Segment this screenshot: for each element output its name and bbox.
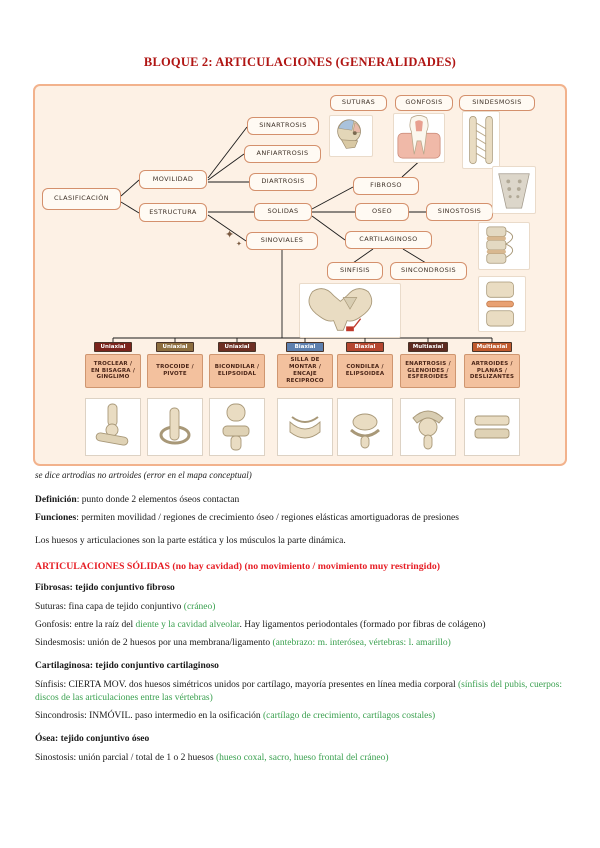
ball-socket-joint-illustration (400, 398, 456, 456)
node-cartilaginoso: CARTILAGINOSO (345, 231, 432, 249)
concept-map: SUTURAS GONFOSIS SINDESMOSIS CLASIFICACI… (33, 84, 567, 466)
sparkle-icon: ✦ (236, 240, 242, 248)
suturas-line: Suturas: fina capa de tejido conjuntivo … (35, 601, 567, 615)
page-title: BLOQUE 2: ARTICULACIONES (GENERALIDADES) (143, 55, 457, 69)
funciones-label: Funciones (35, 512, 77, 523)
node-anfiartrosis: ANFIARTROSIS (244, 145, 321, 163)
sincondrosis-line: Sincondrosis: INMÓVIL. paso intermedio e… (35, 710, 567, 724)
axis-chip: Multiaxial (407, 342, 449, 352)
node-sincondrosis: SINCONDROSIS (390, 262, 467, 280)
suturas-green-text: (cráneo) (183, 602, 216, 613)
definicion-line: Definición: punto donde 2 elementos óseo… (35, 494, 567, 508)
joint-type-label: ENARTROSIS / GLENOIDES / ESFEROIDES (400, 354, 456, 388)
joint-column-silla: Biaxial SILLA DE MONTAR / ENCAJE RECIPRO… (277, 342, 333, 388)
joint-column-bicondilar: Uniaxial BICONDILAR / ELIPSOIDAL (209, 342, 265, 388)
node-solidas: SOLIDAS (254, 203, 312, 221)
fibrosas-heading: Fibrosas: tejido conjuntivo fibroso (35, 583, 175, 594)
sindesmosis-green-text: (antebrazo: m. interósea, vértebras: l. … (272, 637, 451, 648)
node-fibroso: FIBROSO (353, 177, 419, 195)
joint-column-trocoide: Uniaxial TROCOIDE / PIVOTE (147, 342, 203, 388)
joint-type-label: TROCLEAR / EN BISAGRA / GINGLIMO (85, 354, 141, 388)
sinostosis-green-text: (hueso coxal, sacro, hueso frontal del c… (216, 752, 389, 763)
vertebrae-disc-illustration (478, 276, 526, 332)
plane-joint-illustration (464, 398, 520, 456)
funciones-line: Funciones: permiten movilidad / regiones… (35, 512, 567, 526)
saddle-joint-illustration (277, 398, 333, 456)
solidas-heading: ARTICULACIONES SÓLIDAS (no hay cavidad) … (35, 561, 440, 573)
joint-type-label: BICONDILAR / ELIPSOIDAL (209, 354, 265, 388)
joint-column-troclear: Uniaxial TROCLEAR / EN BISAGRA / GINGLIM… (85, 342, 141, 388)
sinostosis-text: Sinostosis: unión parcial / total de 1 o… (35, 752, 217, 763)
node-sindesmosis: SINDESMOSIS (459, 95, 535, 111)
joint-column-enartrosis: Multiaxial ENARTROSIS / GLENOIDES / ESFE… (400, 342, 456, 388)
sparkle-icon: ✦ (225, 228, 235, 241)
node-clasificacion: CLASIFICACIÓN (42, 188, 121, 210)
sinfisis-line: Sínfisis: CIERTA MOV. dos huesos simétri… (35, 679, 567, 707)
pelvis-illustration (299, 283, 401, 338)
tooth-illustration (393, 113, 445, 163)
gonfosis-line: Gonfosis: entre la raíz del diente y la … (35, 619, 567, 633)
sinfisis-green-text: (sínfisis del pubis, cuerpos: discos de … (35, 679, 562, 704)
axis-chip: Uniaxial (156, 342, 194, 352)
sinostosis-line: Sinostosis: unión parcial / total de 1 o… (35, 752, 567, 766)
spine-segment-illustration (478, 222, 530, 270)
node-suturas: SUTURAS (330, 95, 387, 111)
definicion-text: : punto donde 2 elementos óseos contacta… (76, 495, 240, 505)
node-sinostosis: SINOSTOSIS (426, 203, 493, 221)
axis-chip: Biaxial (286, 342, 324, 352)
suturas-text: Suturas: fina capa de tejido conjuntivo (35, 602, 184, 613)
osea-heading: Ósea: tejido conjuntivo óseo (35, 733, 150, 744)
sincondrosis-green-text: (cartílago de crecimiento, cartílagos co… (262, 711, 436, 722)
axis-chip: Uniaxial (94, 342, 132, 352)
joint-type-label: TROCOIDE / PIVOTE (147, 354, 203, 388)
funciones-text: : permiten movilidad / regiones de creci… (76, 512, 459, 523)
joint-column-condilea: Biaxial CONDILEA / ELIPSOIDEA (337, 342, 393, 388)
skull-illustration (329, 115, 373, 157)
node-diartrosis: DIARTROSIS (249, 173, 317, 191)
joint-type-label: ARTROIDES / PLANAS / DESLIZANTES (464, 354, 520, 388)
gonfosis-text-2: . Hay ligamentos periodontales (formado … (239, 620, 486, 631)
joint-type-label: CONDILEA / ELIPSOIDEA (337, 354, 393, 388)
notes-section: se dice artrodias no artroides (error en… (35, 470, 567, 770)
axis-chip: Biaxial (346, 342, 384, 352)
cartilaginosa-heading: Cartilaginosa: tejido conjuntivo cartila… (35, 660, 219, 671)
node-estructura: ESTRUCTURA (139, 203, 207, 222)
node-sinfisis: SINFISIS (327, 262, 383, 280)
axis-chip: Multiaxial (471, 342, 513, 352)
sacrum-illustration (492, 166, 536, 214)
node-gonfosis: GONFOSIS (395, 95, 453, 111)
joint-column-artroides: Multiaxial ARTROIDES / PLANAS / DESLIZAN… (464, 342, 520, 388)
gonfosis-green-text: diente y la cavidad alveolar (135, 620, 240, 631)
sincondrosis-text: Sincondrosis: INMÓVIL. paso intermedio e… (35, 711, 263, 722)
sinfisis-text: Sínfisis: CIERTA MOV. dos huesos simétri… (35, 679, 459, 690)
sindesmosis-text: Sindesmosis: unión de 2 huesos por una m… (35, 637, 273, 648)
gonfosis-text-1: Gonfosis: entre la raíz del (35, 620, 136, 631)
node-sinoviales: SINOVIALES (246, 232, 318, 250)
node-movilidad: MOVILIDAD (139, 170, 207, 189)
sindesmosis-forearm-illustration (462, 111, 500, 169)
pivot-joint-illustration (147, 398, 203, 456)
axis-chip: Uniaxial (218, 342, 256, 352)
hinge-joint-illustration (85, 398, 141, 456)
definicion-label: Definición (35, 495, 77, 505)
node-oseo: OSEO (355, 203, 409, 221)
estatica-line: Los huesos y articulaciones son la parte… (35, 535, 346, 546)
joint-type-label: SILLA DE MONTAR / ENCAJE RECIPROCO (277, 354, 333, 388)
sindesmosis-line: Sindesmosis: unión de 2 huesos por una m… (35, 637, 567, 651)
map-error-note: se dice artrodias no artroides (error en… (35, 470, 252, 480)
node-sinartrosis: SINARTROSIS (247, 117, 319, 135)
condylar-joint-illustration (337, 398, 393, 456)
bicondylar-joint-illustration (209, 398, 265, 456)
